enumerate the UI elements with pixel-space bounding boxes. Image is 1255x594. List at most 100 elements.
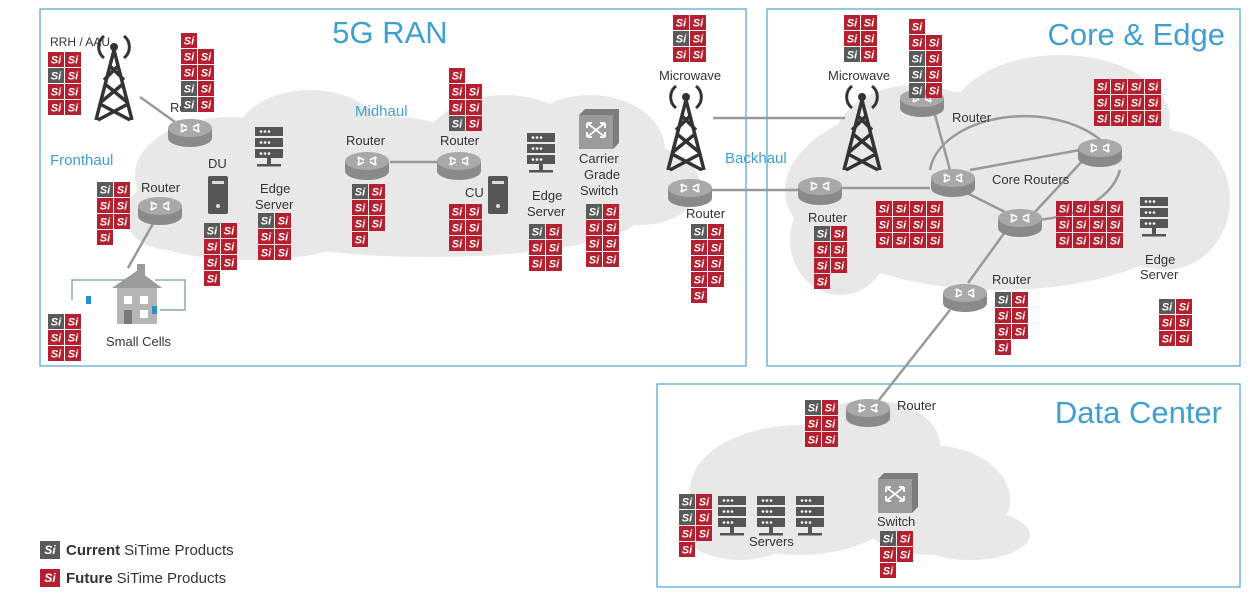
svg-text:Si: Si — [711, 259, 722, 271]
future-chip-icon: Si — [1128, 79, 1144, 94]
future-chip-icon: Si — [65, 68, 81, 83]
future-chip-icon: Si — [814, 242, 830, 257]
svg-text:Si: Si — [201, 84, 212, 96]
svg-text:Si: Si — [682, 545, 693, 557]
svg-text:Si: Si — [469, 87, 480, 99]
svg-text:Si: Si — [879, 236, 890, 248]
legend-future: Si Future SiTime Products — [40, 564, 234, 592]
small-cell-links — [71, 279, 186, 311]
label-edge-server-1-b: Server — [255, 197, 294, 212]
future-chip-icon: Si — [1073, 233, 1089, 248]
svg-text:Si: Si — [606, 223, 617, 235]
future-chip-icon: Si — [926, 83, 942, 98]
future-chip-icon: Si — [690, 47, 706, 62]
future-chip-icon: Si — [822, 416, 838, 431]
future-chip-icon: Si — [1090, 217, 1106, 232]
label-switch: Switch — [877, 514, 915, 529]
future-chip-icon: Si — [466, 204, 482, 219]
svg-text:Si: Si — [606, 207, 617, 219]
svg-text:Si: Si — [847, 34, 858, 46]
future-chip-icon: Si — [1107, 233, 1123, 248]
svg-text:Si: Si — [1110, 204, 1121, 216]
svg-text:Si: Si — [1076, 204, 1087, 216]
svg-text:Si: Si — [913, 220, 924, 232]
svg-text:Si: Si — [207, 258, 218, 270]
future-chip-icon: Si — [805, 416, 821, 431]
svg-text:Si: Si — [912, 38, 923, 50]
house-icon — [86, 264, 162, 324]
svg-text:Si: Si — [682, 529, 693, 541]
svg-text:Si: Si — [883, 550, 894, 562]
future-chip-icon: Si — [822, 432, 838, 447]
svg-text:Si: Si — [372, 187, 383, 199]
svg-text:Si: Si — [51, 317, 62, 329]
svg-text:Si: Si — [929, 70, 940, 82]
label-microwave-1: Microwave — [659, 68, 721, 83]
future-chip-icon: Si — [673, 47, 689, 62]
svg-text:Si: Si — [184, 84, 195, 96]
label-servers: Servers — [749, 534, 794, 549]
svg-text:Si: Si — [201, 52, 212, 64]
svg-text:Si: Si — [693, 18, 704, 30]
future-chip-icon: Si — [1012, 292, 1028, 307]
legend-future-text: SiTime Products — [116, 569, 227, 587]
svg-text:Si: Si — [355, 187, 366, 199]
future-chip-icon: Si — [198, 49, 214, 64]
future-chip-icon: Si — [114, 198, 130, 213]
links — [126, 95, 1122, 406]
label-microwave-2: Microwave — [828, 68, 890, 83]
future-chip-icon: Si — [897, 531, 913, 546]
future-chip-icon: Si — [1145, 95, 1161, 110]
future-chip-icon: Si — [708, 256, 724, 271]
svg-text:Si: Si — [694, 243, 705, 255]
future-chip-icon: Si — [1111, 111, 1127, 126]
svg-text:Si: Si — [207, 226, 218, 238]
future-chip-icon: Si — [926, 51, 942, 66]
svg-text:Si: Si — [847, 18, 858, 30]
future-chip-icon: Si — [844, 15, 860, 30]
svg-text:Si: Si — [930, 220, 941, 232]
svg-text:Si: Si — [589, 255, 600, 267]
legend-current-text: SiTime Products — [124, 541, 234, 559]
svg-text:Si: Si — [825, 435, 836, 447]
svg-text:Si: Si — [1148, 98, 1159, 110]
svg-text:Si: Si — [1059, 204, 1070, 216]
svg-text:Si: Si — [100, 233, 111, 245]
svg-text:Si: Si — [864, 50, 875, 62]
svg-text:Si: Si — [711, 227, 722, 239]
future-chip-icon: Si — [603, 236, 619, 251]
router-icon — [167, 118, 213, 148]
svg-text:Si: Si — [469, 103, 480, 115]
future-chip-icon: Si — [861, 15, 877, 30]
label-edge-server-2-a: Edge — [532, 188, 562, 203]
svg-text:Si: Si — [278, 248, 289, 260]
future-chip-icon: Si — [814, 274, 830, 289]
future-chip-icon: Si — [204, 239, 220, 254]
router-icon — [997, 208, 1043, 238]
svg-text:Si: Si — [100, 201, 111, 213]
label-router-cu: Router — [440, 133, 480, 148]
label-router-midhaul: Router — [346, 133, 386, 148]
svg-text:Si: Si — [693, 50, 704, 62]
future-chip-icon: Si — [1176, 331, 1192, 346]
future-chip-icon: Si — [449, 68, 465, 83]
svg-text:Si: Si — [834, 261, 845, 273]
current-chip-icon: Si — [181, 97, 197, 112]
current-chip-icon: Si — [814, 226, 830, 241]
future-chip-icon: Si — [927, 201, 943, 216]
future-chip-icon: Si — [97, 214, 113, 229]
current-chip-icon: Si — [586, 204, 602, 219]
switch-icon — [578, 108, 620, 150]
svg-text:Si: Si — [372, 219, 383, 231]
current-chip-icon: Si — [673, 31, 689, 46]
future-chip-icon: Si — [814, 258, 830, 273]
future-chip-icon: Si — [114, 214, 130, 229]
future-chip-icon: Si — [529, 256, 545, 271]
current-chip-icon: Si — [691, 224, 707, 239]
future-chip-icon: Si — [876, 201, 892, 216]
label-carrier-a: Carrier — [579, 151, 619, 166]
future-chip-icon: Si — [48, 100, 64, 115]
svg-text:Si: Si — [896, 236, 907, 248]
future-chip-icon: Si — [910, 233, 926, 248]
svg-text:Si: Si — [900, 550, 911, 562]
